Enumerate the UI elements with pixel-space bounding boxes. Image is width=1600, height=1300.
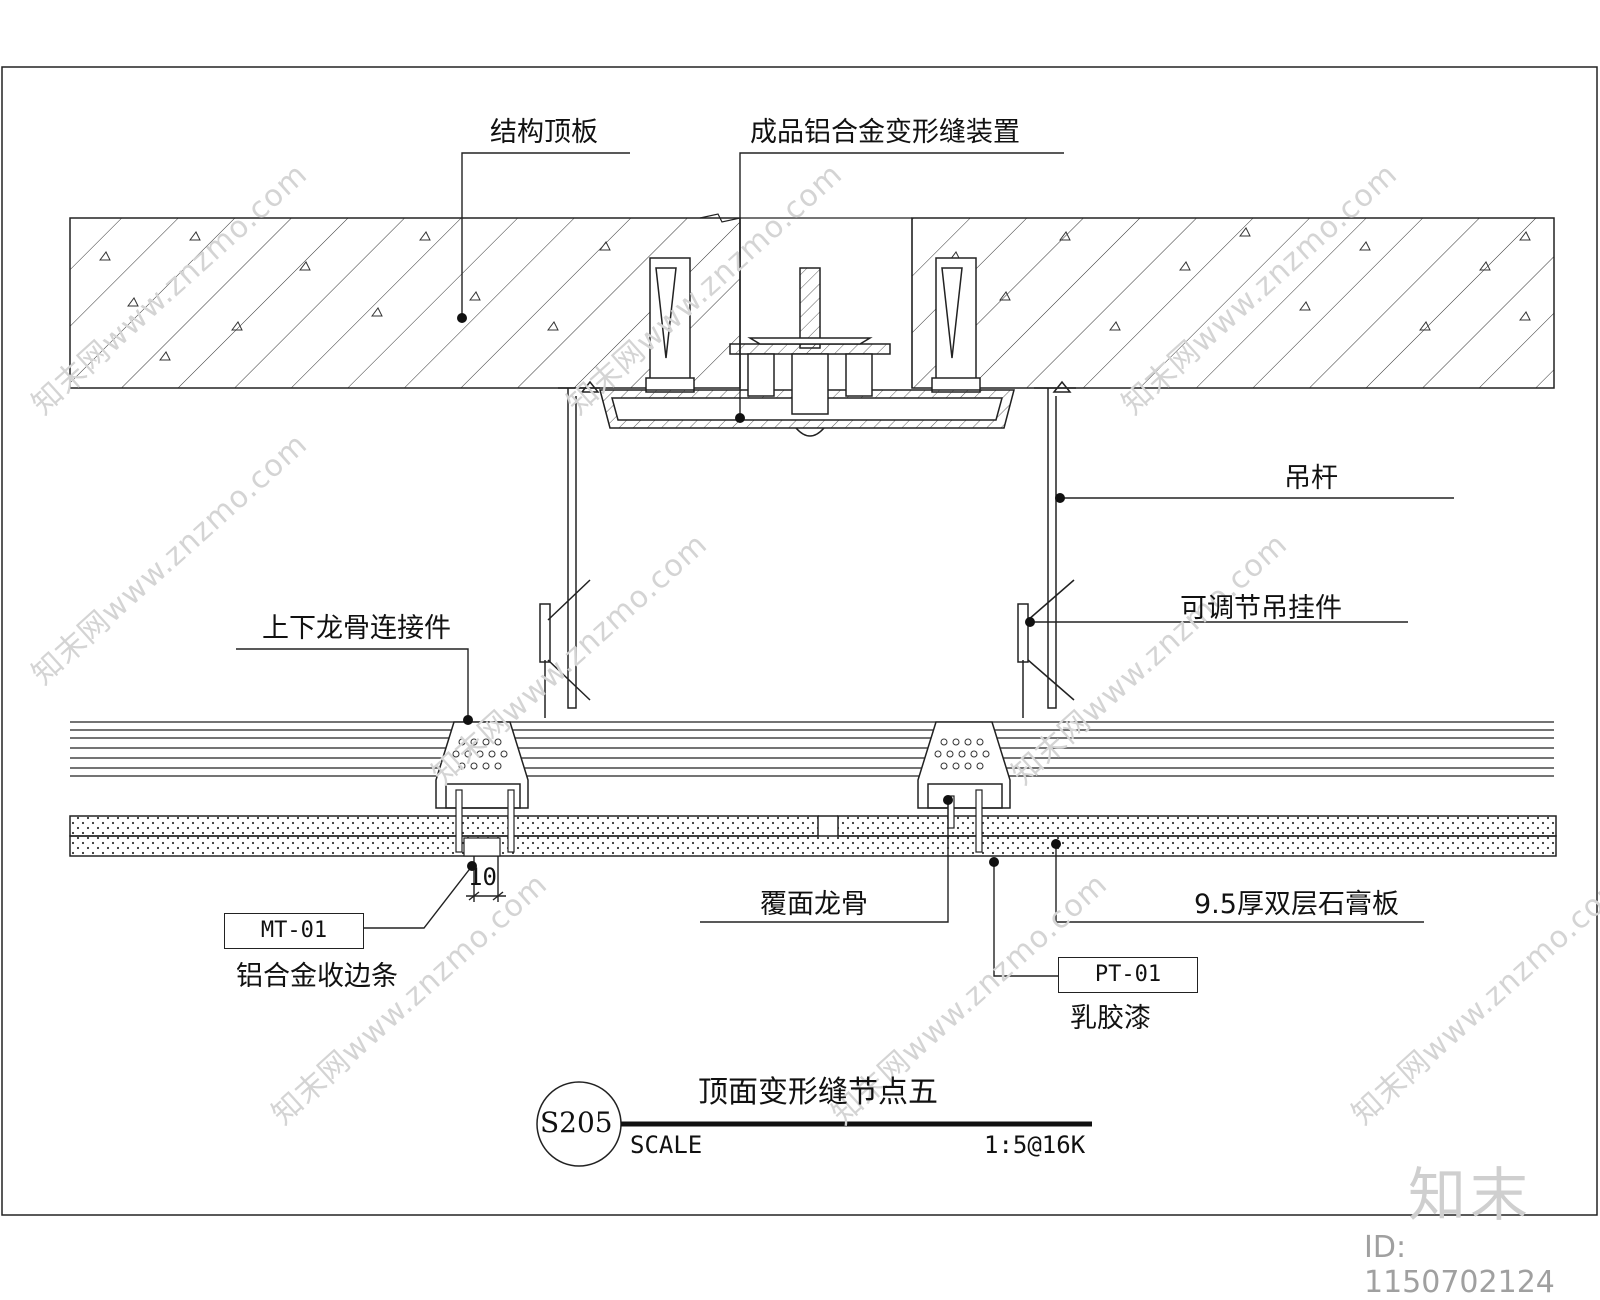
label-structural-slab: 结构顶板	[490, 117, 598, 148]
title-block	[536, 1081, 1092, 1167]
watermark-logo: 知末	[1408, 1161, 1533, 1229]
screws	[455, 789, 983, 857]
concrete-slab	[69, 213, 1555, 389]
tag-paint-code: PT-01	[1058, 957, 1198, 993]
label-joint-device: 成品铝合金变形缝装置	[750, 117, 1020, 148]
upper-keel	[70, 721, 1554, 777]
scale-label: SCALE	[630, 1131, 703, 1159]
drawing-number: S205	[540, 1106, 613, 1139]
hanger-rods	[539, 380, 1076, 718]
label-adjustable-hanger: 可调节吊挂件	[1180, 593, 1342, 624]
label-dimension: 10	[468, 863, 497, 891]
scale-value: 1:5@16K	[984, 1131, 1086, 1159]
drawing-title: 顶面变形缝节点五	[698, 1075, 938, 1110]
watermark-id: ID: 1150702124	[1364, 1230, 1555, 1300]
keel-connectors	[435, 721, 1011, 809]
label-paint-name: 乳胶漆	[1070, 1003, 1151, 1034]
expansion-joint-device	[599, 257, 1015, 437]
drawing-frame	[1, 66, 1598, 1216]
label-trim-name: 铝合金收边条	[236, 961, 398, 992]
leader-dots	[457, 313, 1065, 871]
label-hanger-rod: 吊杆	[1284, 463, 1338, 494]
label-keel-connector: 上下龙骨连接件	[262, 613, 451, 644]
tag-trim-code: MT-01	[224, 913, 364, 949]
label-cover-keel: 覆面龙骨	[760, 889, 868, 920]
label-gypsum-board: 9.5厚双层石膏板	[1194, 889, 1399, 920]
leader-lines	[236, 152, 1454, 977]
gypsum-board-layers	[69, 815, 1557, 857]
